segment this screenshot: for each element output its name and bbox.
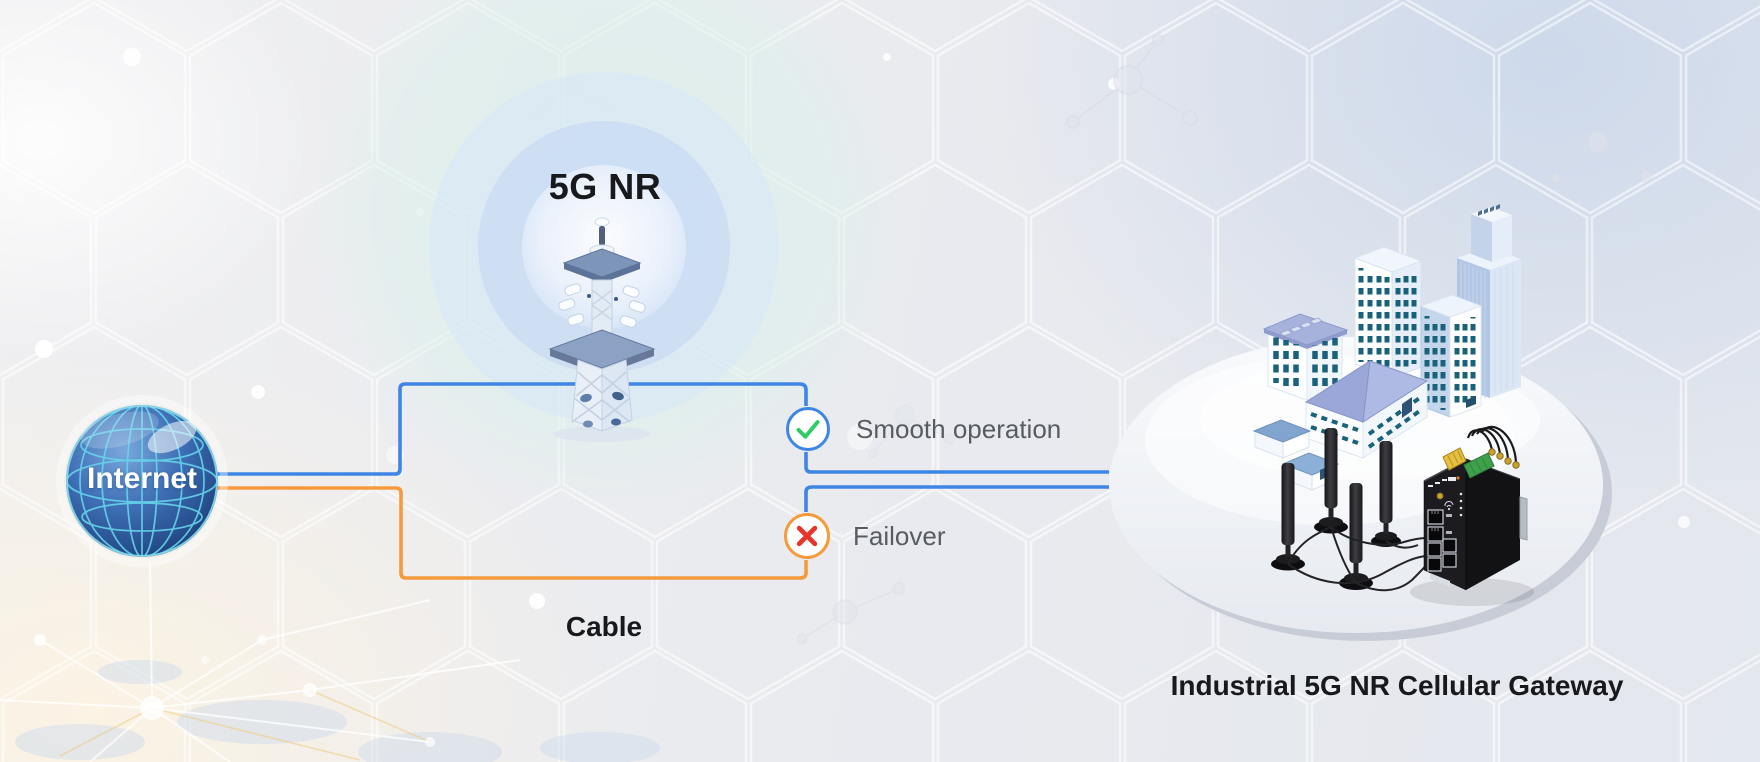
coax-loops (1466, 425, 1518, 464)
cable-label: Cable (565, 611, 643, 642)
gateway-antennas (1271, 428, 1430, 592)
world-network-decoration (0, 561, 660, 762)
tower-label: 5G NR (548, 166, 662, 207)
smooth-operation-label: Smooth operation (856, 414, 1062, 444)
failover-badge (784, 513, 830, 559)
antenna (1271, 463, 1305, 571)
city-illustration (1252, 204, 1521, 491)
internet-globe (56, 395, 228, 567)
cross-icon (796, 525, 818, 547)
connection-lines (205, 382, 1109, 580)
backup-line-downstream (804, 485, 1109, 512)
check-icon (796, 420, 820, 439)
tower-illustration (548, 217, 656, 442)
smooth-operation-badge (786, 407, 830, 451)
failover-label: Failover (853, 521, 946, 551)
gateway-caption: Industrial 5G NR Cellular Gateway (1170, 670, 1624, 701)
internet-label: Internet (86, 462, 197, 495)
primary-line-downstream (804, 452, 1109, 474)
primary-line-upstream (207, 382, 808, 476)
backup-line-cable (205, 486, 808, 580)
gateway-device (1410, 425, 1534, 606)
